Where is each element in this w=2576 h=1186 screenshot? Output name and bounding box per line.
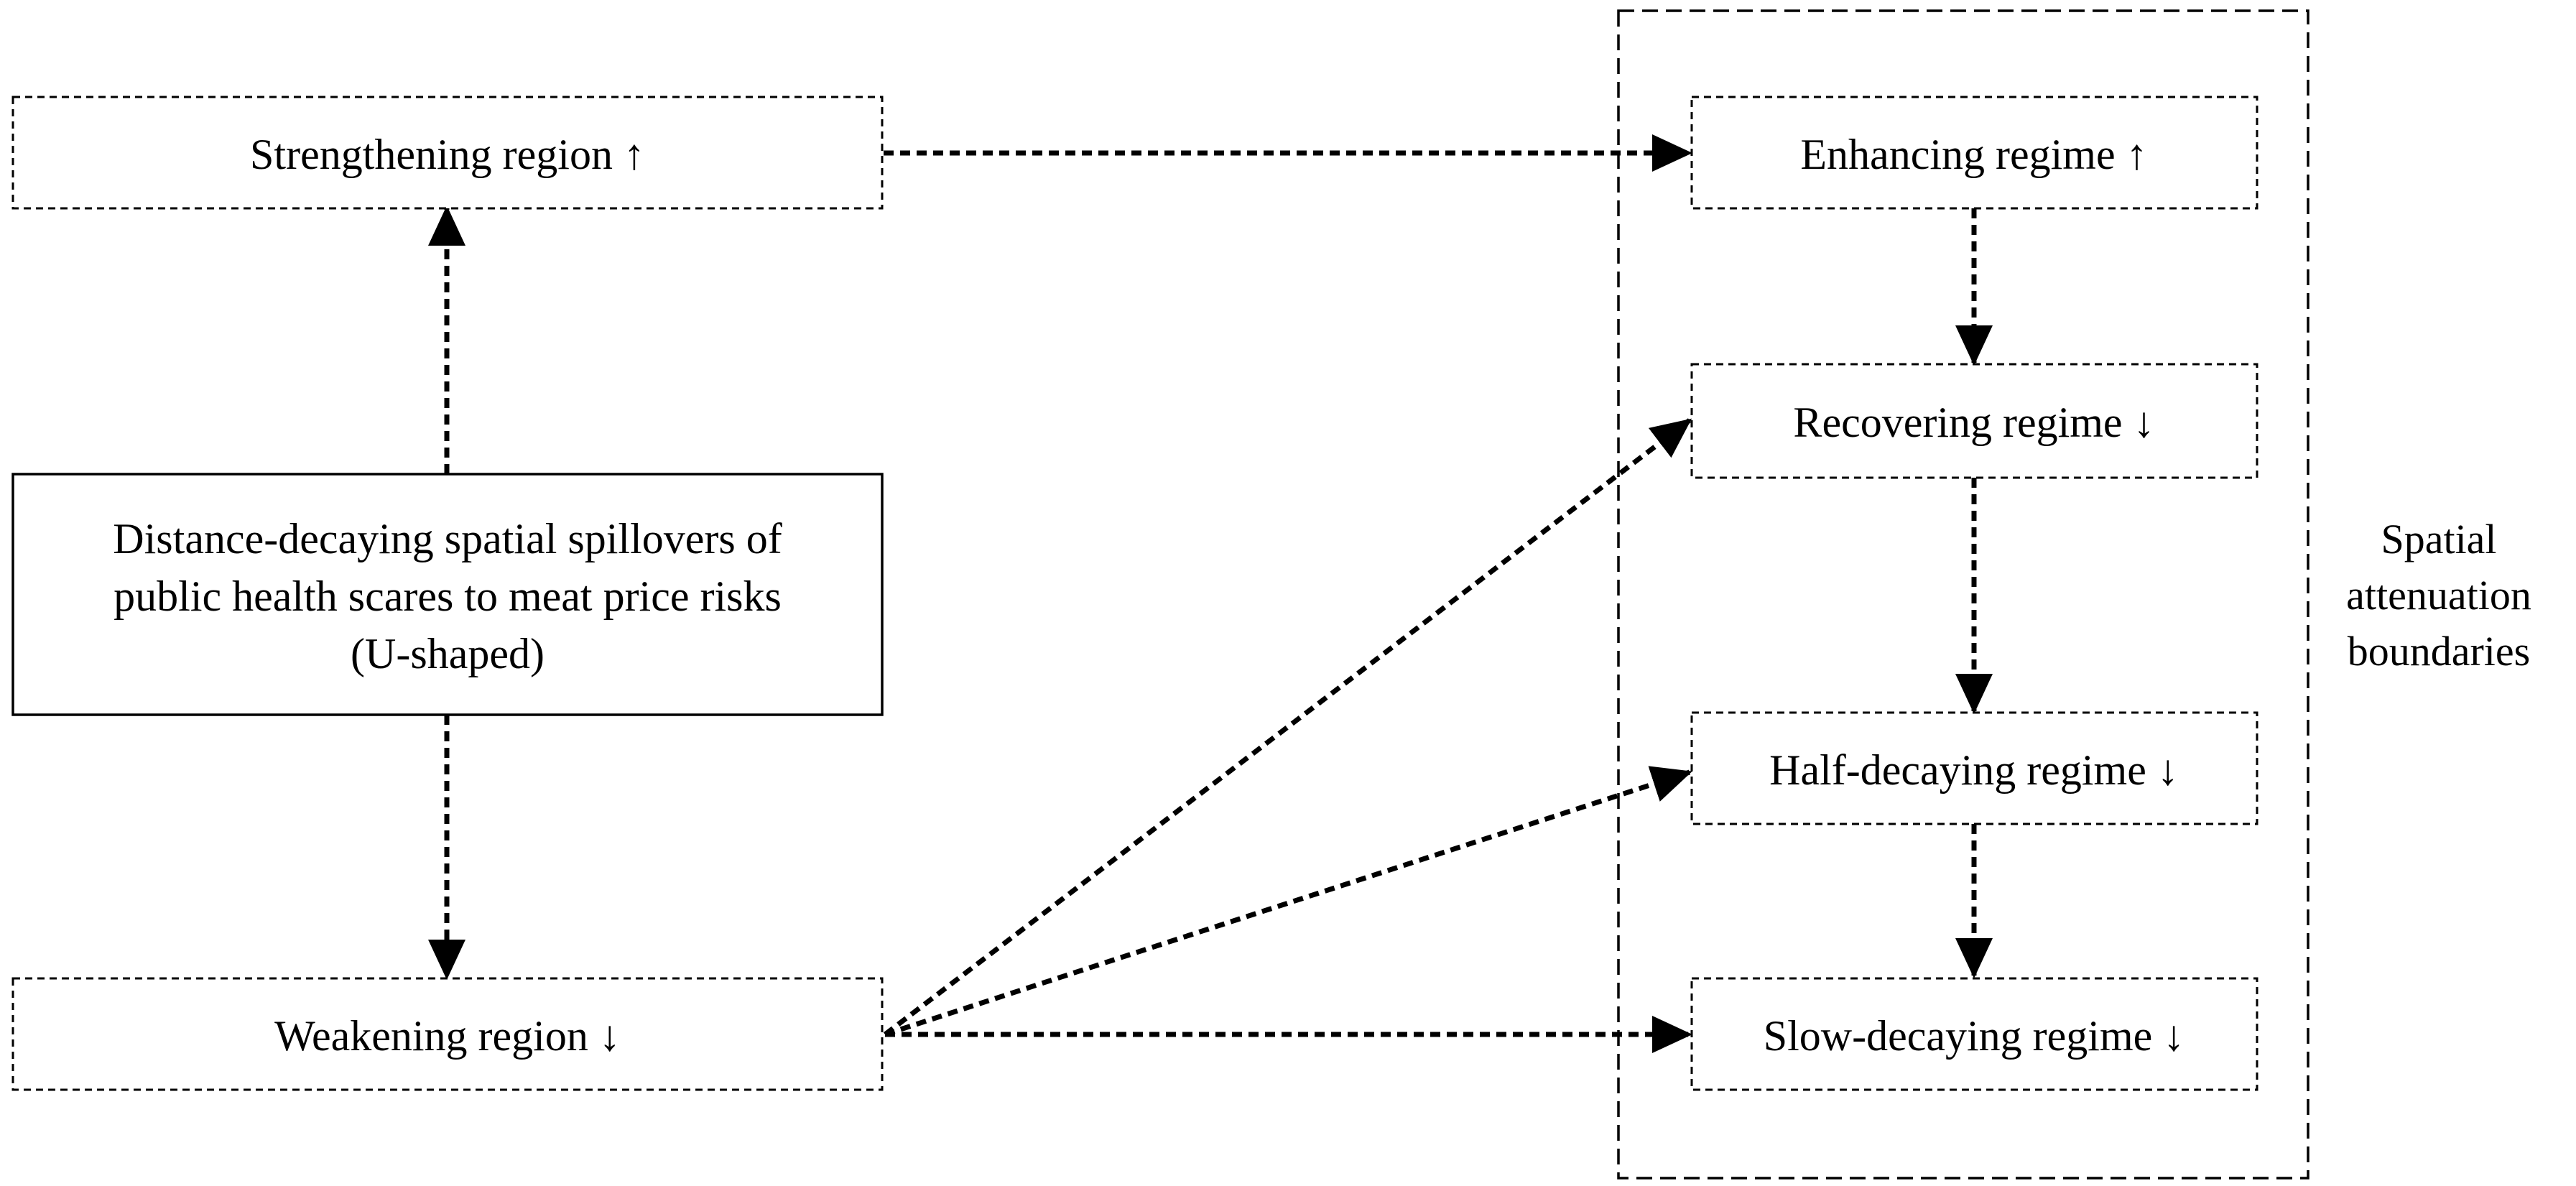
group-label: Spatial attenuation boundaries xyxy=(2346,516,2531,675)
node-weakening: Weakening region ↓ xyxy=(11,977,884,1091)
node-recovering: Recovering regime ↓ xyxy=(1690,363,2258,479)
slow-decaying-label: Slow-decaying regime ↓ xyxy=(1764,1012,2185,1060)
node-central: Distance-decaying spatial spillovers of … xyxy=(11,473,884,716)
weakening-label: Weakening region ↓ xyxy=(274,1012,621,1060)
slow-decaying-box xyxy=(1690,977,2258,1091)
weakening-box xyxy=(11,977,884,1091)
edge-weakening-to-recovering xyxy=(883,418,1692,1037)
enhancing-box xyxy=(1690,96,2258,210)
enhancing-label: Enhancing regime ↑ xyxy=(1800,131,2147,178)
group-label-line-2: attenuation xyxy=(2346,572,2531,619)
central-box xyxy=(11,473,884,716)
node-strengthening: Strengthening region ↑ xyxy=(11,96,884,210)
central-label-line-1: Distance-decaying spatial spillovers of xyxy=(113,515,782,562)
recovering-label: Recovering regime ↓ xyxy=(1793,399,2154,446)
edge-weakening-to-half-decaying xyxy=(884,766,1692,1037)
node-enhancing: Enhancing regime ↑ xyxy=(1690,96,2258,210)
central-label-line-2: public health scares to meat price risks xyxy=(113,573,782,620)
strengthening-box xyxy=(11,96,884,210)
group-label-line-1: Spatial xyxy=(2381,516,2496,562)
node-slow-decaying: Slow-decaying regime ↓ xyxy=(1690,977,2258,1091)
recovering-box xyxy=(1690,363,2258,479)
half-decaying-box xyxy=(1690,711,2258,825)
half-decaying-label: Half-decaying regime ↓ xyxy=(1769,746,2179,794)
strengthening-label: Strengthening region ↑ xyxy=(250,131,645,178)
edges xyxy=(428,134,1993,1053)
group-label-line-3: boundaries xyxy=(2348,628,2531,675)
attenuation-boundaries-group xyxy=(1617,9,2309,1180)
node-half-decaying: Half-decaying regime ↓ xyxy=(1690,711,2258,825)
central-label-line-3: (U-shaped) xyxy=(351,630,545,677)
